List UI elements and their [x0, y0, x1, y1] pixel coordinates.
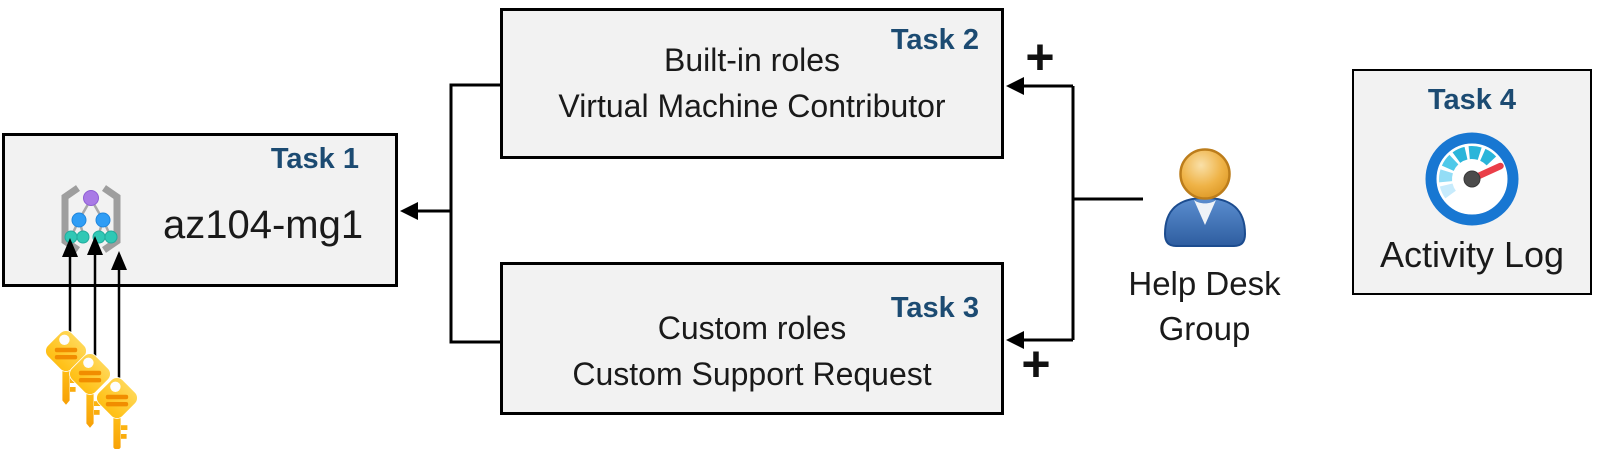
plus-sign-top: + [1025, 29, 1055, 85]
task2-box: Task 2 Built-in roles Virtual Machine Co… [500, 8, 1004, 159]
key-icon [92, 373, 142, 449]
task2-line1: Built-in roles [663, 42, 841, 78]
help-desk-group: Help Desk Group [1112, 146, 1297, 351]
management-group-icon [61, 185, 121, 253]
task3-box: Task 3 Custom roles Custom Support Reque… [500, 262, 1004, 415]
left-branch-connector [412, 83, 502, 344]
task3-line2: Custom Support Request [572, 356, 932, 392]
task1-box: Task 1 az104-mg1 [2, 133, 398, 287]
key-icon [41, 326, 91, 406]
actor-label-line2: Group [1158, 310, 1251, 347]
actor-label-line1: Help Desk [1128, 265, 1281, 302]
task3-text: Custom roles Custom Support Request [503, 305, 1001, 397]
plus-sign-bottom: + [1021, 336, 1051, 392]
task3-line1: Custom roles [657, 310, 847, 346]
task2-label: Task 2 [890, 24, 979, 56]
task4-label: Task 4 [1427, 84, 1517, 116]
task2-line2: Virtual Machine Contributor [558, 88, 946, 124]
arrow-to-task1 [400, 202, 418, 220]
task4-caption: Activity Log [1379, 234, 1565, 275]
task2-text: Built-in roles Virtual Machine Contribut… [503, 37, 1001, 129]
task1-label: Task 1 [270, 143, 359, 175]
task3-label: Task 3 [890, 292, 979, 324]
management-group-name: az104-mg1 [163, 203, 364, 247]
key-icon [65, 349, 115, 429]
activity-log-gauge-icon [1425, 132, 1519, 226]
user-icon [1163, 148, 1246, 247]
task4-box: Task 4 Activity Log [1352, 69, 1592, 295]
